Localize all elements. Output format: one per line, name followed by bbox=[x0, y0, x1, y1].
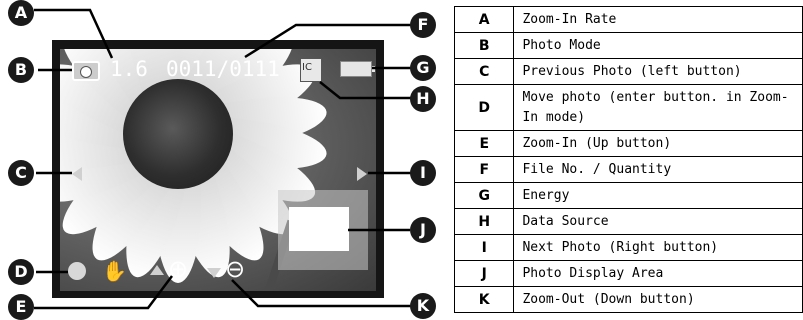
leader-line-h bbox=[319, 81, 412, 100]
photo-display-area-window bbox=[289, 207, 349, 251]
callout-leader-lines bbox=[34, 8, 416, 310]
leader-line-k bbox=[231, 279, 412, 308]
sunflower-center bbox=[123, 79, 233, 189]
legend-key: F bbox=[453, 156, 515, 183]
callout-b: B bbox=[8, 57, 34, 83]
legend-description: Zoom-In (Up button) bbox=[513, 130, 803, 157]
legend-description: Next Photo (Right button) bbox=[513, 234, 803, 261]
callout-f: F bbox=[410, 12, 436, 38]
legend-key: A bbox=[453, 6, 515, 33]
callout-j: J bbox=[410, 217, 436, 243]
legend-key: J bbox=[453, 260, 515, 287]
callout-d: D bbox=[8, 259, 34, 285]
legend-description: File No. / Quantity bbox=[513, 156, 803, 183]
callout-i: I bbox=[410, 160, 436, 186]
legend-description: Previous Photo (left button) bbox=[513, 58, 803, 85]
legend-key: D bbox=[453, 84, 515, 131]
callout-h: H bbox=[410, 86, 436, 112]
legend-key: C bbox=[453, 58, 515, 85]
legend-key: I bbox=[453, 234, 515, 261]
magnifier-minus-icon: ⊖ bbox=[225, 255, 246, 283]
hand-icon: ✋ bbox=[102, 259, 127, 283]
legend-description: Zoom-In Rate bbox=[513, 6, 803, 33]
data-source-label: IC bbox=[302, 62, 312, 73]
move-indicator-icon bbox=[68, 262, 86, 280]
callout-c: C bbox=[8, 160, 34, 186]
legend-description: Photo Display Area bbox=[513, 260, 803, 287]
file-counter: 0011/0111 bbox=[166, 57, 280, 81]
camera-icon bbox=[72, 61, 100, 81]
legend-key: E bbox=[453, 130, 515, 157]
magnifier-plus-icon: ⊕ bbox=[168, 255, 189, 283]
data-source-icon bbox=[300, 58, 322, 82]
camera-screen-diagram: 1.6 0011/0111 IC ✋ ⊕ ⊖ A B C D E F G H I… bbox=[8, 0, 436, 320]
legend-key: K bbox=[453, 286, 515, 313]
callout-k: K bbox=[410, 293, 436, 319]
previous-arrow-icon bbox=[72, 167, 82, 181]
leader-line-f bbox=[244, 23, 416, 59]
legend-description: Photo Mode bbox=[513, 32, 803, 59]
legend-key: B bbox=[453, 32, 515, 59]
leader-line-a bbox=[34, 8, 114, 59]
next-arrow-icon bbox=[357, 167, 367, 181]
up-arrow-icon bbox=[150, 265, 164, 275]
legend-description: Move photo (enter button. in Zoom-In mod… bbox=[513, 84, 803, 131]
legend-description: Data Source bbox=[513, 208, 803, 235]
callout-g: G bbox=[410, 55, 436, 81]
zoom-rate-readout: 1.6 bbox=[110, 57, 148, 81]
legend-description: Zoom-Out (Down button) bbox=[513, 286, 803, 313]
callout-a: A bbox=[8, 0, 34, 26]
legend-key: H bbox=[453, 208, 515, 235]
callout-e: E bbox=[8, 294, 34, 320]
down-arrow-icon bbox=[207, 268, 221, 278]
leader-line-e bbox=[34, 275, 173, 310]
battery-icon bbox=[340, 61, 375, 77]
legend-description: Energy bbox=[513, 182, 803, 209]
legend-key: G bbox=[453, 182, 515, 209]
